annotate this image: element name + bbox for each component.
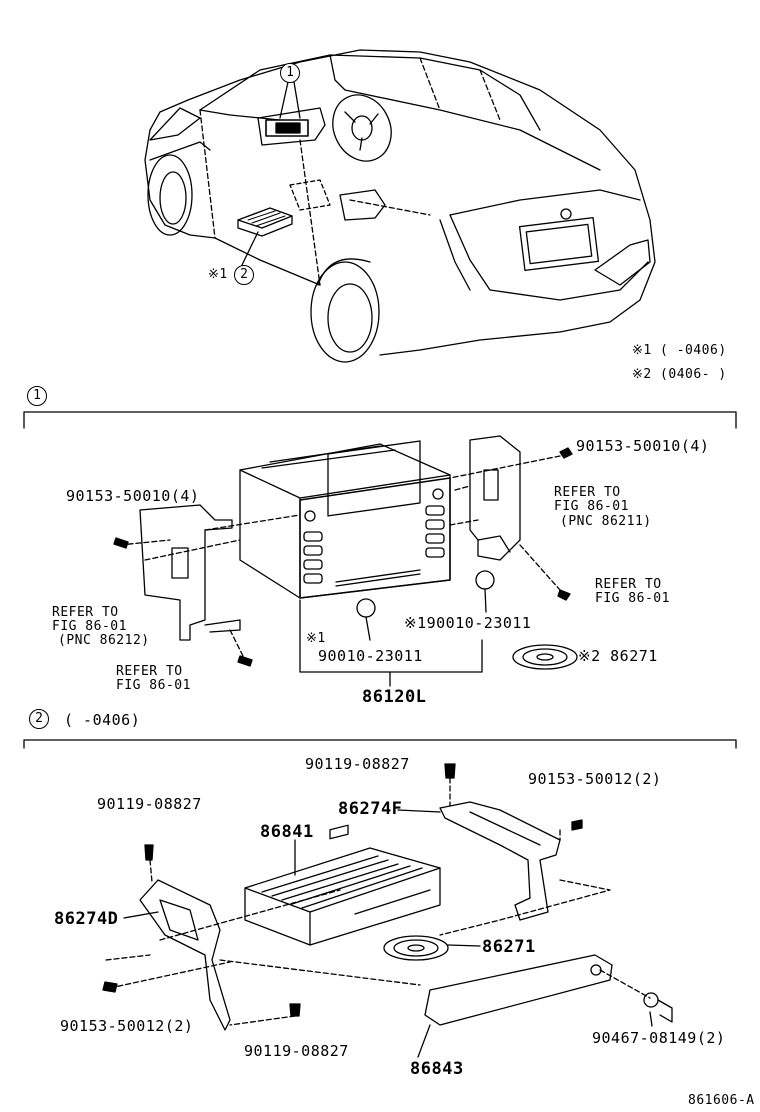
car-overview-illustration [144, 49, 656, 363]
label-refer-bl-1: REFER TO [116, 664, 183, 679]
label-part-right: ※190010-23011 [404, 614, 532, 632]
label-refer-left-3: (PNC 86212) [58, 633, 150, 648]
label-screw-bottom: 90119-08827 [244, 1042, 349, 1060]
label-bolt-right: 90153-50010(4) [576, 437, 710, 455]
label-assembly: 86120L [362, 687, 427, 707]
note-2: ※2 (0406- ) [632, 367, 727, 382]
label-refer-br-1: REFER TO [595, 577, 662, 592]
label-bracket-d: 86274D [54, 909, 119, 929]
section-2-frame [23, 739, 737, 749]
note-1: ※1 ( -0406) [632, 343, 727, 358]
head-unit-illustration [113, 435, 578, 687]
label-bolt-left-2: 90153-50012(2) [60, 1017, 194, 1035]
callout-2-overview: 2 [234, 265, 254, 285]
label-refer-right-3: (PNC 86211) [560, 514, 652, 529]
label-clip: 90467-08149(2) [592, 1029, 726, 1047]
label-refer-right-1: REFER TO [554, 485, 621, 500]
label-screw-left: 90119-08827 [97, 795, 202, 813]
label-cover: 86843 [410, 1059, 464, 1079]
label-refer-left-2: FIG 86-01 [52, 619, 127, 634]
callout-1-overview: 1 [280, 63, 300, 83]
label-screw-top: 90119-08827 [305, 755, 410, 773]
section-2-header: ( -0406) [64, 711, 141, 729]
changer-unit-illustration [102, 763, 673, 1058]
section-1-frame [23, 411, 737, 429]
label-bracket-f: 86274F [338, 799, 403, 819]
label-unit: 86841 [260, 822, 314, 842]
label-refer-bl-2: FIG 86-01 [116, 678, 191, 693]
diagram-code: 861606-A [688, 1093, 755, 1108]
label-refer-left-1: REFER TO [52, 605, 119, 620]
label-bolt-left: 90153-50010(4) [66, 487, 200, 505]
label-refer-br-2: FIG 86-01 [595, 591, 670, 606]
overview-mark-1: ※1 [208, 267, 228, 282]
section-1-callout: 1 [27, 386, 47, 406]
label-disc: ※2 86271 [578, 647, 658, 665]
label-mark-1: ※1 [306, 631, 326, 646]
label-refer-right-2: FIG 86-01 [554, 499, 629, 514]
label-part-left: 90010-23011 [318, 647, 423, 665]
section-2-callout: 2 [29, 709, 49, 729]
label-bolt-right-2: 90153-50012(2) [528, 770, 662, 788]
label-disc-2: 86271 [482, 937, 536, 957]
